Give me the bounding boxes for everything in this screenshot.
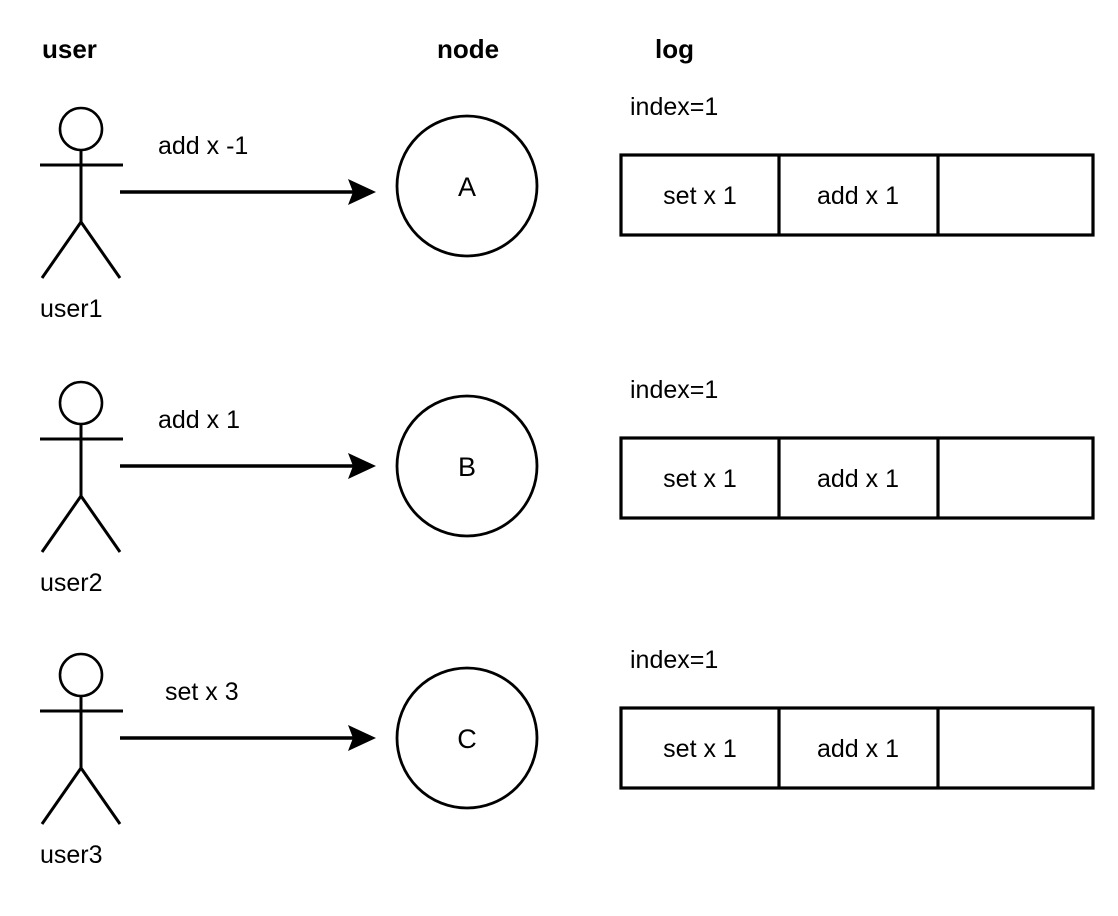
log-index-label-row-1: index=1 bbox=[630, 93, 718, 121]
node-shape bbox=[395, 114, 539, 258]
log-table-outline bbox=[619, 436, 1095, 520]
log-table-outline bbox=[619, 706, 1095, 790]
node-label-b: B bbox=[458, 452, 476, 482]
log-cell-1[interactable]: add x 1 bbox=[817, 465, 899, 493]
log-index-label-row-2: index=1 bbox=[630, 376, 718, 404]
log-cell-1[interactable]: add x 1 bbox=[817, 735, 899, 763]
stick-figure-head-icon bbox=[58, 652, 104, 698]
message-label-row-2: add x 1 bbox=[158, 406, 240, 434]
diagram-row-3: user3 set x 3 C index=1 set x 1 add x 1 bbox=[40, 646, 1095, 869]
arrow-head bbox=[348, 725, 376, 751]
arrow-head bbox=[348, 453, 376, 479]
message-label-row-3: set x 3 bbox=[165, 678, 239, 706]
column-header-node: node bbox=[437, 34, 499, 64]
node-label-c: C bbox=[457, 724, 477, 754]
arrow-right-icon bbox=[120, 179, 376, 205]
stick-figure-head-icon bbox=[58, 380, 104, 426]
stick-figure-leg-left bbox=[40, 221, 83, 279]
log-cell-0[interactable]: set x 1 bbox=[663, 182, 737, 210]
stick-figure-icon[interactable] bbox=[40, 380, 123, 553]
node-label-a: A bbox=[458, 172, 476, 202]
log-index-label-row-3: index=1 bbox=[630, 646, 718, 674]
column-header-log: log bbox=[655, 34, 694, 64]
message-label-row-1: add x -1 bbox=[158, 132, 248, 160]
log-cell-0[interactable]: set x 1 bbox=[663, 465, 737, 493]
node-circle-a[interactable]: A bbox=[395, 114, 539, 258]
arrow-head bbox=[348, 179, 376, 205]
diagram-row-2: user2 add x 1 B index=1 set x 1 add x 1 bbox=[40, 376, 1095, 597]
column-headers: user node log bbox=[42, 34, 694, 64]
log-cell-1[interactable]: add x 1 bbox=[817, 182, 899, 210]
stick-figure-head-icon bbox=[58, 106, 104, 152]
actor-label-user3: user3 bbox=[40, 841, 103, 869]
log-table-row-1: set x 1 add x 1 bbox=[619, 153, 1095, 237]
actor-label-user1: user1 bbox=[40, 295, 103, 323]
stick-figure-leg-left bbox=[40, 495, 83, 553]
column-header-user: user bbox=[42, 34, 97, 64]
node-circle-c[interactable]: C bbox=[395, 666, 539, 810]
arrow-right-icon bbox=[120, 453, 376, 479]
node-shape bbox=[395, 666, 539, 810]
log-table-outline bbox=[619, 153, 1095, 237]
node-circle-b[interactable]: B bbox=[395, 394, 539, 538]
stick-figure-leg-right bbox=[79, 767, 122, 825]
actor-label-user2: user2 bbox=[40, 569, 103, 597]
arrow-right-icon bbox=[120, 725, 376, 751]
stick-figure-leg-right bbox=[79, 221, 122, 279]
log-table-row-2: set x 1 add x 1 bbox=[619, 436, 1095, 520]
stick-figure-icon[interactable] bbox=[40, 106, 123, 279]
stick-figure-leg-left bbox=[40, 767, 83, 825]
stick-figure-leg-right bbox=[79, 495, 122, 553]
log-cell-0[interactable]: set x 1 bbox=[663, 735, 737, 763]
diagram-row-1: user1 add x -1 A index=1 set x 1 add x 1 bbox=[40, 93, 1095, 323]
log-table-row-3: set x 1 add x 1 bbox=[619, 706, 1095, 790]
stick-figure-icon[interactable] bbox=[40, 652, 123, 825]
node-shape bbox=[395, 394, 539, 538]
